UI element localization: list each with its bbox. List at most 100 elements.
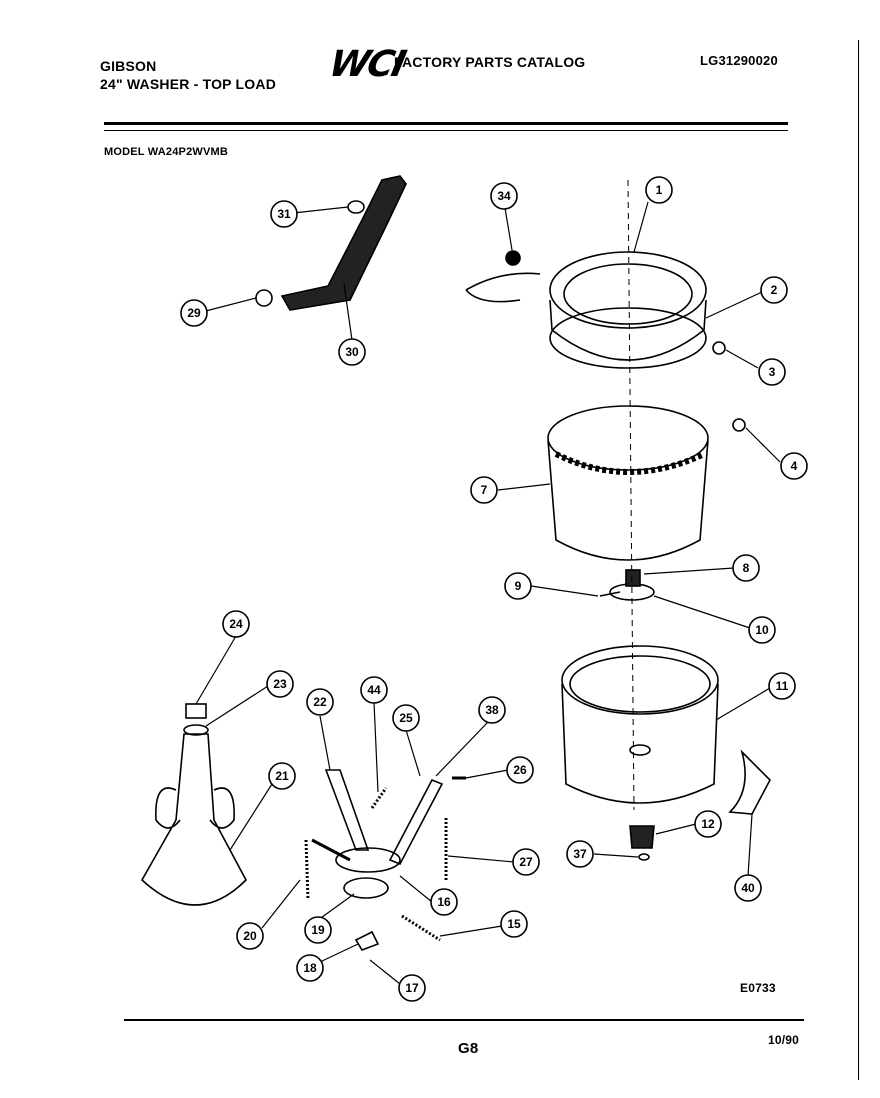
grommet-37 — [638, 853, 650, 861]
callout-9: 9 — [504, 572, 532, 600]
ring-clip-3 — [712, 341, 726, 355]
callout-label: 4 — [791, 459, 798, 473]
agitator-body — [140, 733, 247, 906]
callout-label: 40 — [741, 881, 755, 895]
basket-body — [547, 439, 709, 561]
product-description: 24" WASHER - TOP LOAD — [100, 76, 277, 92]
basket-bolt-4 — [732, 418, 746, 432]
page-border-right — [858, 40, 859, 1080]
callout-label: 25 — [399, 711, 413, 725]
callout-label: 24 — [229, 617, 243, 631]
callout-4: 4 — [780, 452, 808, 480]
callout-label: 11 — [776, 679, 789, 693]
callout-label: 12 — [701, 817, 715, 831]
callout-17: 17 — [398, 974, 426, 1002]
brand-name: GIBSON — [100, 58, 157, 74]
catalog-title: FACTORY PARTS CATALOG — [394, 54, 586, 70]
callout-label: 17 — [405, 981, 419, 995]
nut-12 — [629, 825, 655, 849]
callout-29: 29 — [180, 299, 208, 327]
callout-circle — [360, 676, 388, 704]
callout-circle — [296, 954, 324, 982]
guard-40 — [728, 749, 771, 815]
callout-label: 9 — [515, 579, 522, 593]
callout-circle — [694, 810, 722, 838]
spin-pin-9 — [599, 591, 621, 597]
callout-circle — [748, 616, 776, 644]
callout-label: 18 — [303, 961, 317, 975]
callout-circle — [734, 874, 762, 902]
callout-label: 38 — [485, 703, 499, 717]
callout-circle — [512, 848, 540, 876]
tub-ring-lower — [549, 307, 707, 369]
callout-27: 27 — [512, 848, 540, 876]
callout-31: 31 — [270, 200, 298, 228]
callout-19: 19 — [304, 916, 332, 944]
callout-circle — [566, 840, 594, 868]
callout-circle — [780, 452, 808, 480]
callout-10: 10 — [748, 616, 776, 644]
callout-3: 3 — [758, 358, 786, 386]
callout-circle — [758, 358, 786, 386]
tub-ring-inner — [563, 263, 693, 325]
callout-label: 20 — [243, 929, 257, 943]
callout-label: 23 — [273, 677, 287, 691]
spring-15 — [401, 914, 441, 942]
callout-circle — [222, 610, 250, 638]
callout-circle — [470, 476, 498, 504]
callout-label: 2 — [771, 283, 778, 297]
callout-circle — [392, 704, 420, 732]
callout-label: 34 — [497, 189, 511, 203]
bolt-34 — [505, 250, 521, 266]
callout-circle — [506, 756, 534, 784]
callout-15: 15 — [500, 910, 528, 938]
callout-25: 25 — [392, 704, 420, 732]
callout-label: 37 — [573, 847, 587, 861]
callout-26: 26 — [506, 756, 534, 784]
callout-label: 31 — [277, 207, 291, 221]
callout-circle — [768, 672, 796, 700]
callout-circle — [268, 762, 296, 790]
callout-23: 23 — [266, 670, 294, 698]
callout-34: 34 — [490, 182, 518, 210]
frame-arm-back — [311, 838, 351, 862]
callout-circle — [270, 200, 298, 228]
outer-tub-body — [561, 683, 719, 804]
callout-circle — [398, 974, 426, 1002]
leader-lines — [195, 201, 781, 985]
hose-clamp-29 — [255, 289, 273, 307]
agitator-ring-23 — [183, 724, 209, 736]
callout-2: 2 — [760, 276, 788, 304]
drive-block-8 — [625, 569, 641, 587]
callout-12: 12 — [694, 810, 722, 838]
callout-label: 27 — [519, 855, 533, 869]
callout-circle — [306, 688, 334, 716]
callout-30: 30 — [338, 338, 366, 366]
header-rule-thick — [104, 122, 788, 125]
callout-label: 21 — [275, 769, 289, 783]
model-number: MODEL WA24P2WVMB — [104, 146, 229, 158]
callout-circle — [304, 916, 332, 944]
callout-circle — [236, 922, 264, 950]
revision-date: 10/90 — [768, 1033, 800, 1047]
catalog-number: LG31290020 — [700, 53, 778, 68]
callout-label: 29 — [187, 306, 201, 320]
drain-hose — [280, 175, 407, 311]
mount-19 — [343, 877, 389, 899]
agitator-fin-right — [209, 787, 235, 829]
callout-circle — [338, 338, 366, 366]
agitator-cap-24 — [185, 703, 207, 719]
spring-44 — [370, 787, 388, 809]
callout-label: 1 — [656, 183, 663, 197]
callout-circle — [732, 554, 760, 582]
callout-circle — [645, 176, 673, 204]
frame-base — [335, 847, 401, 873]
callout-label: 15 — [507, 917, 521, 931]
callout-label: 26 — [513, 763, 527, 777]
callout-8: 8 — [732, 554, 760, 582]
agitator-fin-left — [155, 787, 181, 829]
callout-18: 18 — [296, 954, 324, 982]
callout-44: 44 — [360, 676, 388, 704]
basket-balance-ring — [554, 451, 706, 475]
